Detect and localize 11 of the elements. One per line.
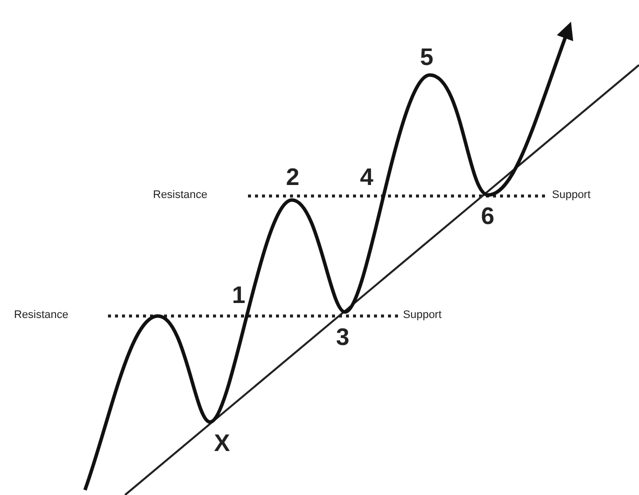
point-number: 6	[481, 205, 494, 229]
level-label: Support	[402, 310, 443, 321]
level-label: Resistance	[152, 190, 208, 201]
point-number: 4	[360, 166, 374, 190]
level-label: Support	[551, 190, 592, 201]
point-number: 5	[420, 46, 434, 70]
point-number: 3	[336, 326, 350, 350]
point-number: 2	[286, 166, 300, 190]
point-number: 1	[232, 284, 246, 308]
point-letter: X	[214, 432, 230, 456]
level-label: Resistance	[13, 310, 70, 321]
